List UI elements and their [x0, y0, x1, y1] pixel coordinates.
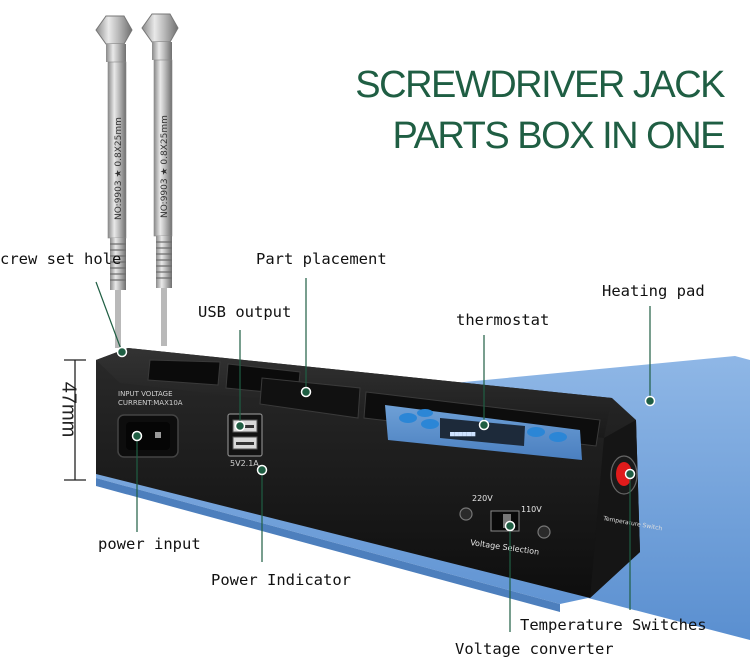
svg-text:■■■■■■: ■■■■■■: [450, 430, 476, 438]
label-thermostat: thermostat: [456, 311, 550, 329]
label-power-input: power input: [98, 535, 201, 553]
screwdriver-left: [95, 15, 133, 348]
height-dimension-label: 47mm: [57, 381, 80, 438]
screwdriver-model-right: NO:9903 ★ 0.8X25mm: [160, 115, 170, 218]
screwdriver-right: [141, 13, 179, 346]
label-usb-output: USB output: [198, 303, 292, 321]
label-part-placement: Part placement: [256, 250, 387, 268]
thermostat-panel: ■■■■■■: [385, 405, 582, 460]
heading-line-1: SCREWDRIVER JACK: [355, 64, 725, 106]
usb-ports: [227, 413, 263, 457]
screwdriver-model-left: NO:9903 ★ 0.8X25mm: [114, 117, 124, 220]
heading-line-2: PARTS BOX IN ONE: [392, 115, 726, 157]
label-heating-pad: Heating pad: [602, 282, 705, 300]
label-voltage-converter: Voltage converter: [455, 640, 614, 658]
v220-text: 220V: [472, 494, 493, 503]
usb-rating-text: 5V2.1A: [230, 459, 259, 468]
input-voltage-text: INPUT VOLTAGE: [118, 390, 173, 398]
label-temperature-switches: Temperature Switches: [520, 616, 707, 634]
current-text: CURRENT:MAX10A: [118, 399, 183, 407]
dimension-bracket: [64, 359, 86, 481]
callout-dots: [116, 346, 656, 532]
callout-lines: [95, 278, 651, 632]
power-socket: [117, 414, 179, 458]
v110-text: 110V: [521, 505, 542, 514]
label-power-indicator: Power Indicator: [211, 571, 351, 589]
label-screw-set-hole: crew set hole: [0, 250, 122, 268]
